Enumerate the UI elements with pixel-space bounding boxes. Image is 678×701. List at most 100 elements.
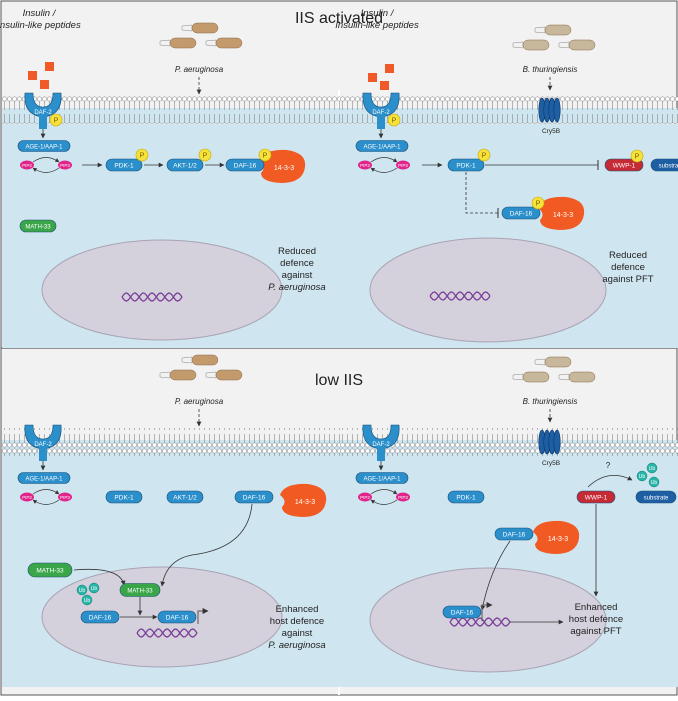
- flagellum: [181, 24, 193, 32]
- bacterium-body: [215, 369, 243, 381]
- pip-shape: [358, 160, 372, 170]
- node-label: substrate: [659, 164, 678, 170]
- node-label: MATH-33: [25, 225, 51, 231]
- insulin-square: [40, 80, 49, 89]
- outcome-text: against: [282, 270, 313, 281]
- phospho-label: P: [392, 118, 397, 125]
- nucleus: [369, 237, 607, 343]
- daf2-shape: [24, 424, 62, 450]
- phospho-badge: P: [135, 148, 149, 162]
- node-label: WWP-1: [585, 495, 608, 502]
- daf2-label: DAF-2: [34, 110, 52, 116]
- bacterium-body: [544, 24, 572, 36]
- insulin-label: Insulin-like peptides: [0, 20, 81, 31]
- bacterium-body: [568, 39, 596, 51]
- daf2-stem: [377, 115, 385, 129]
- flagellum: [159, 371, 171, 379]
- node-age1: AGE-1/AAP-1: [17, 140, 71, 152]
- bacterium: [534, 24, 572, 36]
- node-shape: [604, 158, 644, 172]
- pip-label: PIP2: [22, 495, 32, 500]
- node-pip3: PIP3: [58, 492, 72, 502]
- node-pdk1: PDK-1: [447, 158, 485, 172]
- node-shape: [166, 158, 204, 172]
- node-substrate: substrate: [635, 490, 677, 504]
- pip-label: PIP3: [60, 163, 70, 168]
- insulin-square: [28, 71, 37, 80]
- node-label: AGE-1/AAP-1: [363, 477, 401, 483]
- pip-label: PIP3: [398, 163, 408, 168]
- cry5b-subunit: [553, 97, 561, 123]
- insulin-square: [368, 73, 377, 82]
- cry5b-pore: Cry5B: [538, 429, 561, 467]
- dna-helix: [136, 628, 198, 638]
- bacterium: [558, 371, 596, 383]
- cry5b-pore: Cry5B: [538, 97, 561, 135]
- node-label: MATH-33: [127, 589, 153, 595]
- daf2-label: DAF-2: [372, 110, 390, 116]
- ubiquitin: Ub: [636, 470, 648, 482]
- node-pdk1: PDK-1: [105, 158, 143, 172]
- node-shape: [650, 158, 678, 172]
- pip-shape: [396, 160, 410, 170]
- pip-label: PIP2: [360, 163, 370, 168]
- node-pdk1: PDK-1: [105, 490, 143, 504]
- node-shape: [234, 490, 274, 504]
- bacterium-body: [522, 371, 550, 383]
- insulin-label: Insulin /: [361, 8, 395, 19]
- node-label: PDK-1: [114, 495, 134, 502]
- ubiquitin: Ub: [81, 594, 93, 606]
- dna-helix: [121, 292, 183, 302]
- pip-shape: [58, 160, 72, 170]
- ubiquitin-label: Ub: [649, 466, 656, 472]
- node-daf16: DAF-16: [442, 605, 482, 619]
- p1433-label: 14-3-3: [548, 536, 568, 543]
- node-shape: [635, 490, 677, 504]
- phospho-circle: [477, 148, 491, 162]
- node-age1: AGE-1/AAP-1: [17, 472, 71, 484]
- node-label: WWP-1: [613, 163, 636, 170]
- node-math33: MATH-33: [19, 219, 57, 233]
- outcome-text: Reduced: [609, 250, 647, 261]
- ubiquitin-label: Ub: [639, 474, 646, 480]
- outcome-text: host defence: [569, 614, 623, 625]
- pip-label: PIP2: [22, 163, 32, 168]
- node-shape: [19, 219, 57, 233]
- pip-conversion-arrow: [32, 499, 60, 505]
- outcome-text: against: [282, 628, 313, 639]
- pip-shape: [396, 492, 410, 502]
- bacterium-body: [568, 371, 596, 383]
- dna-strand: [136, 628, 198, 638]
- daf2-label: DAF-2: [34, 442, 52, 448]
- bacterium-body: [191, 22, 219, 34]
- outcome-text: Enhanced: [276, 604, 319, 615]
- node-shape: [576, 490, 616, 504]
- pip-conversion-arrow: [32, 489, 60, 495]
- node-pdk1: PDK-1: [447, 490, 485, 504]
- node-label: DAF-16: [89, 615, 112, 622]
- pip-conversion-arrow: [370, 489, 398, 495]
- flagellum: [205, 39, 217, 47]
- flagellum: [534, 358, 546, 366]
- daf2-shape: [362, 92, 400, 118]
- ubiquitin-label: Ub: [651, 480, 658, 486]
- node-daf16: DAF-16: [501, 206, 541, 220]
- node-label: MATH-33: [36, 568, 64, 575]
- flagellum: [159, 39, 171, 47]
- daf2-stem: [39, 115, 47, 129]
- dna-strand: [121, 292, 183, 302]
- node-label: AKT-1/2: [173, 495, 197, 502]
- node-label: substrate: [644, 496, 669, 502]
- ubiquitin-circle: [646, 462, 658, 474]
- node-age1: AGE-1/AAP-1: [355, 472, 409, 484]
- phospho-badge: P: [630, 149, 644, 163]
- phospho-circle: [198, 148, 212, 162]
- bacterium-body: [544, 356, 572, 368]
- question-mark: ?: [606, 461, 611, 470]
- inhibition-line: [465, 172, 498, 214]
- panel-br: B. thuringiensisCry5BDAF-2AGE-1/AAP-1PIP…: [340, 356, 678, 687]
- phospho-label: P: [536, 201, 541, 208]
- node-shape: [17, 140, 71, 152]
